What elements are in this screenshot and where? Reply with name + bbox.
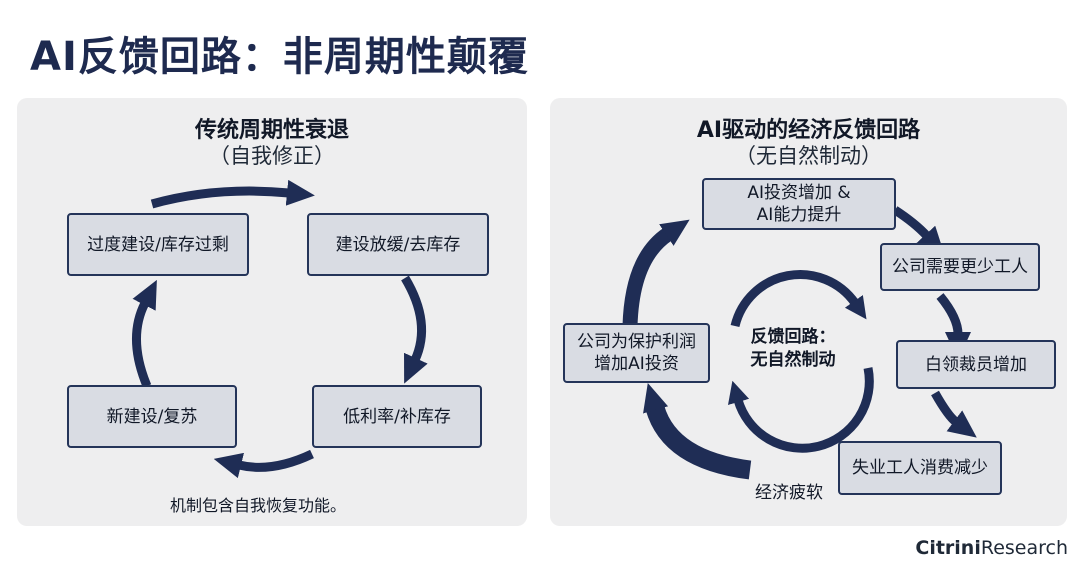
ai-feedback-title: AI驱动的经济反馈回路: [696, 118, 921, 143]
center-loop-bottom: [728, 367, 874, 453]
node-low-rates-restocking: 低利率/补库存: [312, 385, 482, 448]
traditional-cycle-title: 传统周期性衰退: [194, 118, 349, 143]
node-new-construction-recovery-label: 新建设/复苏: [106, 406, 198, 427]
node-ai-investment-capability-label: AI投资增加 & AI能力提升: [747, 183, 851, 225]
ai-feedback-panel: AI驱动的经济反馈回路 （无自然制动） AI投资增加 & AI能力提升 公司需要…: [550, 98, 1067, 526]
ai-feedback-subtitle: （无自然制动）: [735, 144, 882, 168]
arrow-left: [132, 279, 157, 388]
center-feedback-label: 反馈回路： 无自然制动: [718, 326, 868, 372]
economic-weakness-label: 经济疲软: [755, 483, 823, 503]
traditional-cycle-panel: 传统周期性衰退 （自我修正） 过度建设/库存过剩 建设放缓/去库存 低利率/补库…: [17, 98, 527, 526]
arrow-top: [150, 179, 315, 209]
arrow-economic-weakness: [643, 383, 752, 480]
node-white-collar-layoffs-label: 白领裁员增加: [925, 354, 1027, 375]
center-feedback-line2: 无自然制动: [750, 350, 836, 370]
brand-part2: Research: [980, 537, 1068, 559]
node-fewer-workers-label: 公司需要更少工人: [892, 257, 1028, 277]
node-white-collar-layoffs: 白领裁员增加: [896, 340, 1056, 389]
node-overbuilding: 过度建设/库存过剩: [67, 213, 249, 276]
arrow-fewer-workers-to-layoffs: [936, 293, 971, 360]
brand-part1: Citrini: [915, 537, 981, 559]
ai-feedback-arrows: [622, 206, 977, 480]
node-ai-investment-capability: AI投资增加 & AI能力提升: [702, 178, 896, 230]
traditional-cycle-arrows: [132, 179, 428, 479]
arrow-layoffs-to-spending: [931, 390, 977, 438]
traditional-cycle-subtitle: （自我修正）: [209, 144, 335, 168]
node-profit-protection-investment-label: 公司为保护利润 增加AI投资: [577, 332, 696, 374]
node-slowdown-destocking: 建设放缓/去库存: [307, 213, 489, 276]
node-reduced-spending-label: 失业工人消费减少: [852, 458, 988, 478]
node-low-rates-restocking-label: 低利率/补库存: [343, 406, 451, 427]
node-reduced-spending: 失业工人消费减少: [838, 441, 1002, 495]
self-recovery-note: 机制包含自我恢复功能。: [170, 496, 347, 515]
arrow-investment-to-fewer-workers: [892, 206, 945, 256]
node-fewer-workers: 公司需要更少工人: [880, 243, 1040, 291]
center-loop-top: [730, 270, 867, 328]
node-slowdown-destocking-label: 建设放缓/去库存: [335, 234, 461, 255]
center-feedback-line1: 反馈回路：: [750, 327, 836, 347]
page-title: AI反馈回路：非周期性颠覆: [30, 34, 529, 80]
brand-logo: CitriniResearch: [915, 537, 1068, 559]
arrow-bottom: [213, 449, 314, 479]
node-new-construction-recovery: 新建设/复苏: [67, 385, 237, 448]
arrow-right: [401, 275, 428, 384]
node-overbuilding-label: 过度建设/库存过剩: [87, 234, 229, 255]
arrow-profit-to-investment: [622, 219, 690, 327]
node-profit-protection-investment: 公司为保护利润 增加AI投资: [563, 323, 710, 383]
